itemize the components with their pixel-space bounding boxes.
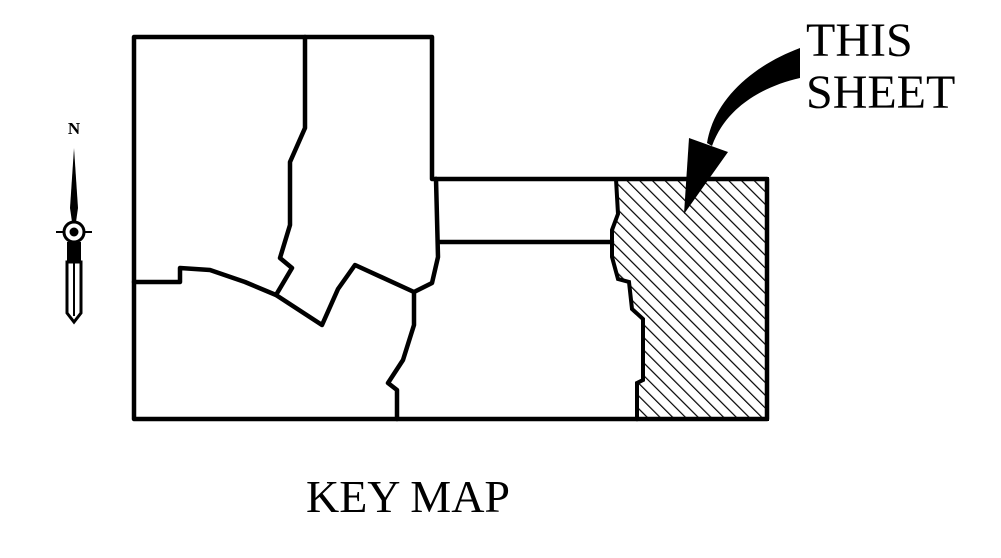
boundary-west-divide [131,176,441,328]
map-caption: KEY MAP [306,471,510,522]
curved-arrow-icon [684,48,800,214]
this-sheet-region [610,177,769,421]
boundary-central-divide [385,289,417,422]
north-arrow-icon: N [56,119,92,325]
north-label: N [68,119,81,138]
map-border-west [131,34,640,422]
boundary-north-divide [273,34,308,298]
district-boundaries [131,34,770,422]
map-border-east [433,176,770,422]
annotation-line-sheet: SHEET [806,66,955,119]
annotation-line-this: THIS [806,14,913,67]
